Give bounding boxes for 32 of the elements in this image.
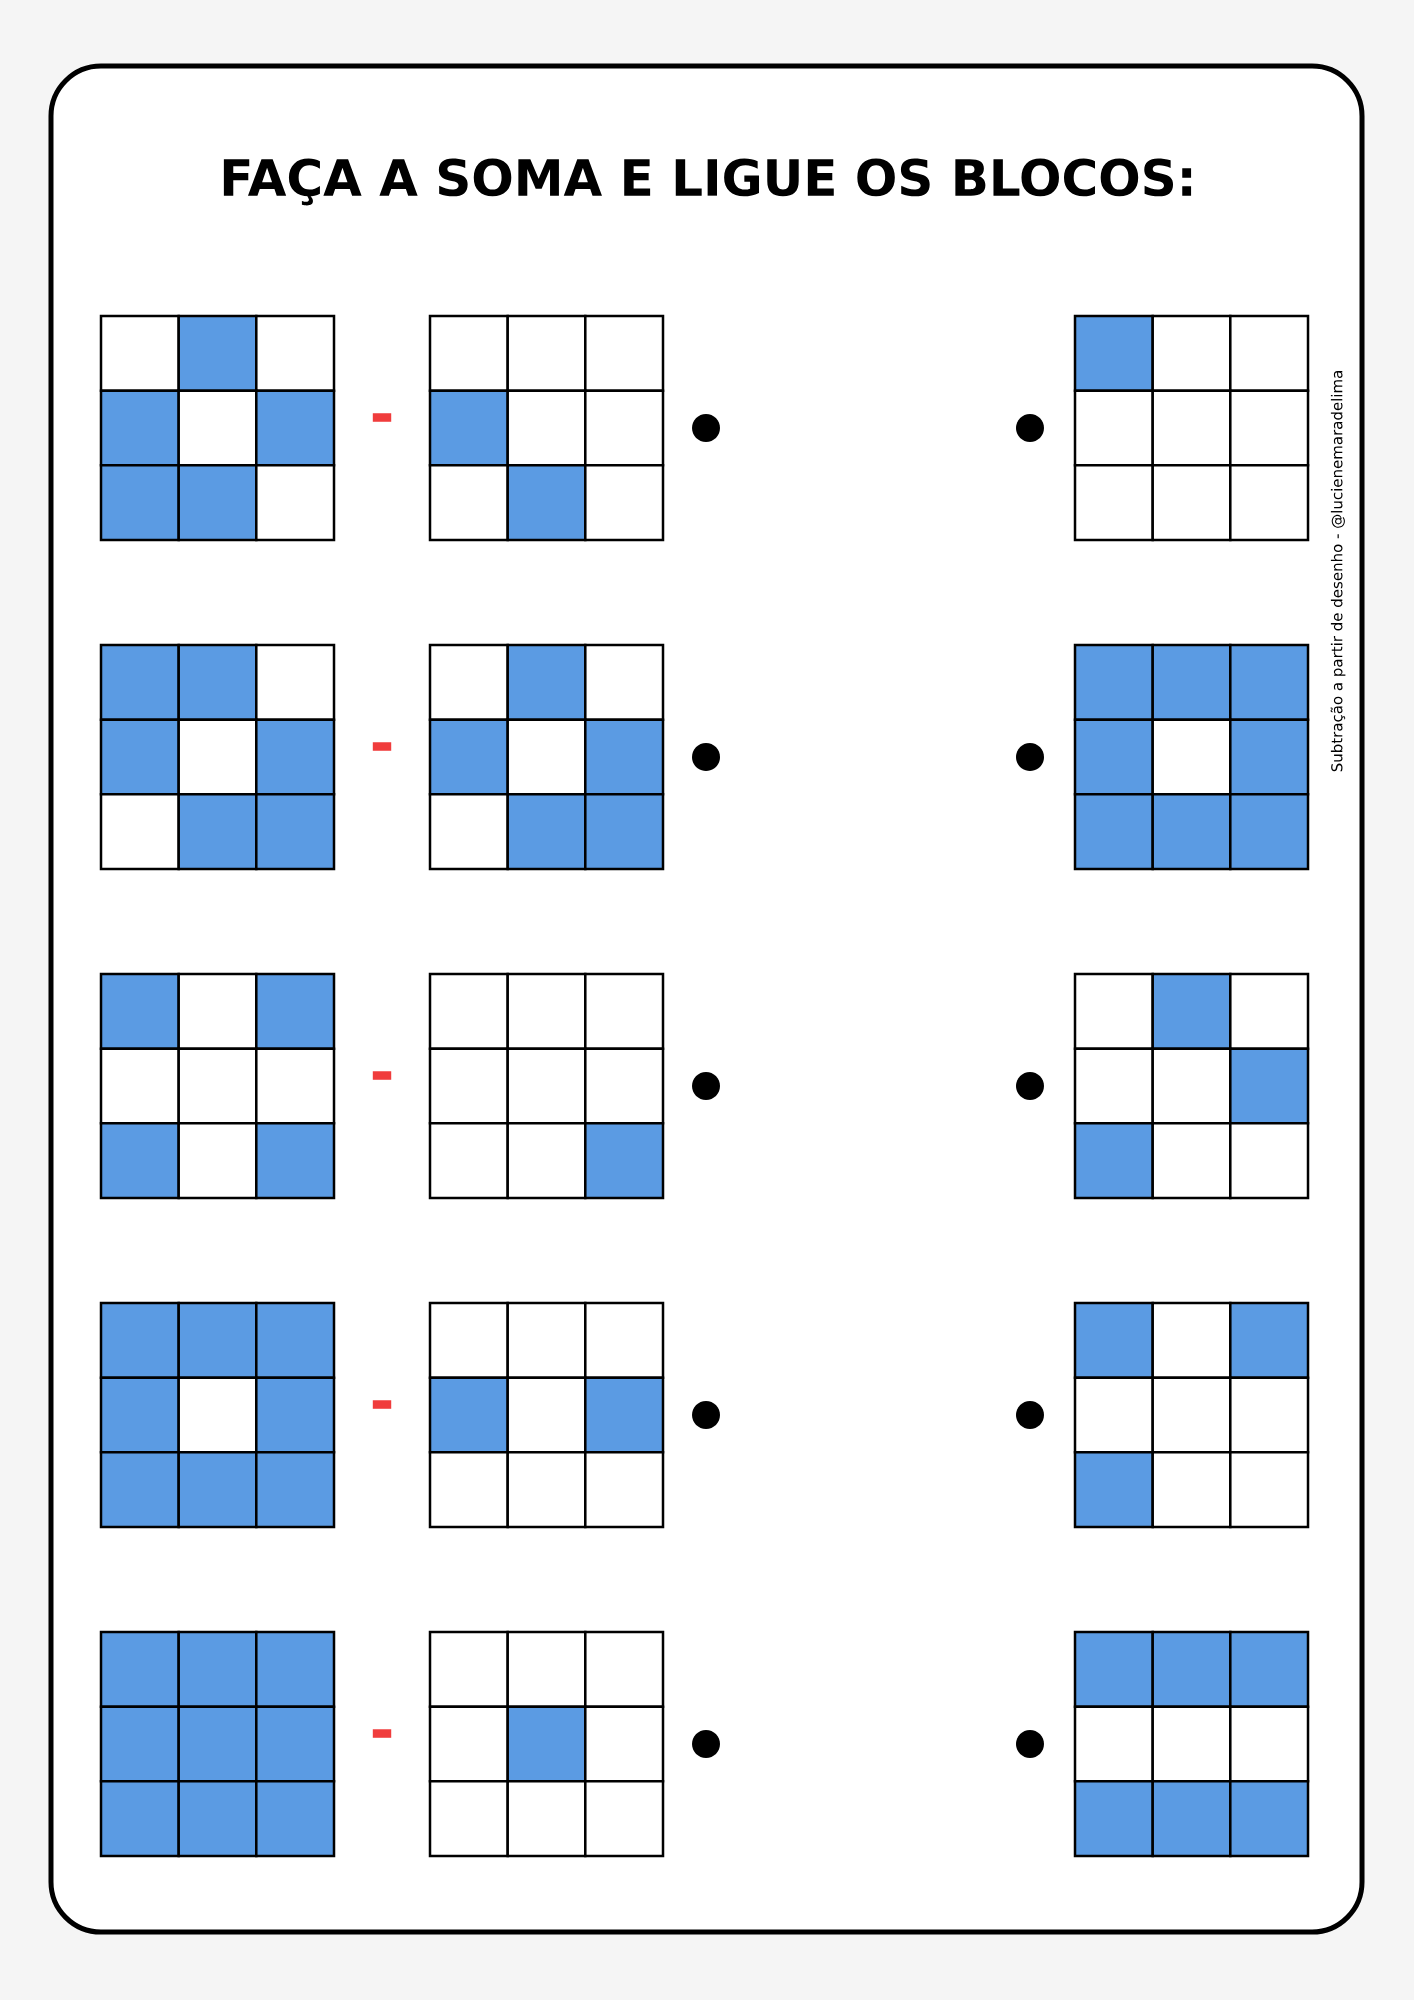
dot <box>1016 414 1044 442</box>
dot <box>1016 1401 1044 1429</box>
title: FAÇA A SOMA E LIGUE OS BLOCOS: <box>223 158 1192 206</box>
block-grid-drawing <box>99 1301 336 1529</box>
minus-sign: - <box>372 413 392 422</box>
block-grid-drawing <box>428 1630 665 1858</box>
block-grid-drawing <box>99 643 336 871</box>
block-grid-drawing <box>428 972 665 1200</box>
block-grid-drawing <box>428 643 665 871</box>
minus-sign: - <box>372 1071 392 1080</box>
minus-sign: - <box>372 1400 392 1409</box>
block-grid-drawing <box>428 314 665 542</box>
block-grid-drawing <box>1073 1301 1310 1529</box>
credit-text: Subtração a partir de desenho - @lucienemaradelima <box>1330 371 1346 772</box>
block-grid-drawing <box>99 314 336 542</box>
block-grid-drawing <box>428 1301 665 1529</box>
block-grid-drawing <box>1073 314 1310 542</box>
block-grid-drawing <box>1073 1630 1310 1858</box>
dot <box>692 1401 720 1429</box>
block-grid-drawing <box>99 972 336 1200</box>
dot <box>1016 1072 1044 1100</box>
dot <box>692 743 720 771</box>
dot <box>1016 1730 1044 1758</box>
minus-sign: - <box>372 1729 392 1738</box>
block-grid-drawing <box>99 1630 336 1858</box>
block-grid-drawing <box>1073 643 1310 871</box>
dot <box>692 1730 720 1758</box>
minus-sign: - <box>372 742 392 751</box>
dot <box>692 1072 720 1100</box>
dot <box>692 414 720 442</box>
block-grid-drawing <box>1073 972 1310 1200</box>
dot <box>1016 743 1044 771</box>
